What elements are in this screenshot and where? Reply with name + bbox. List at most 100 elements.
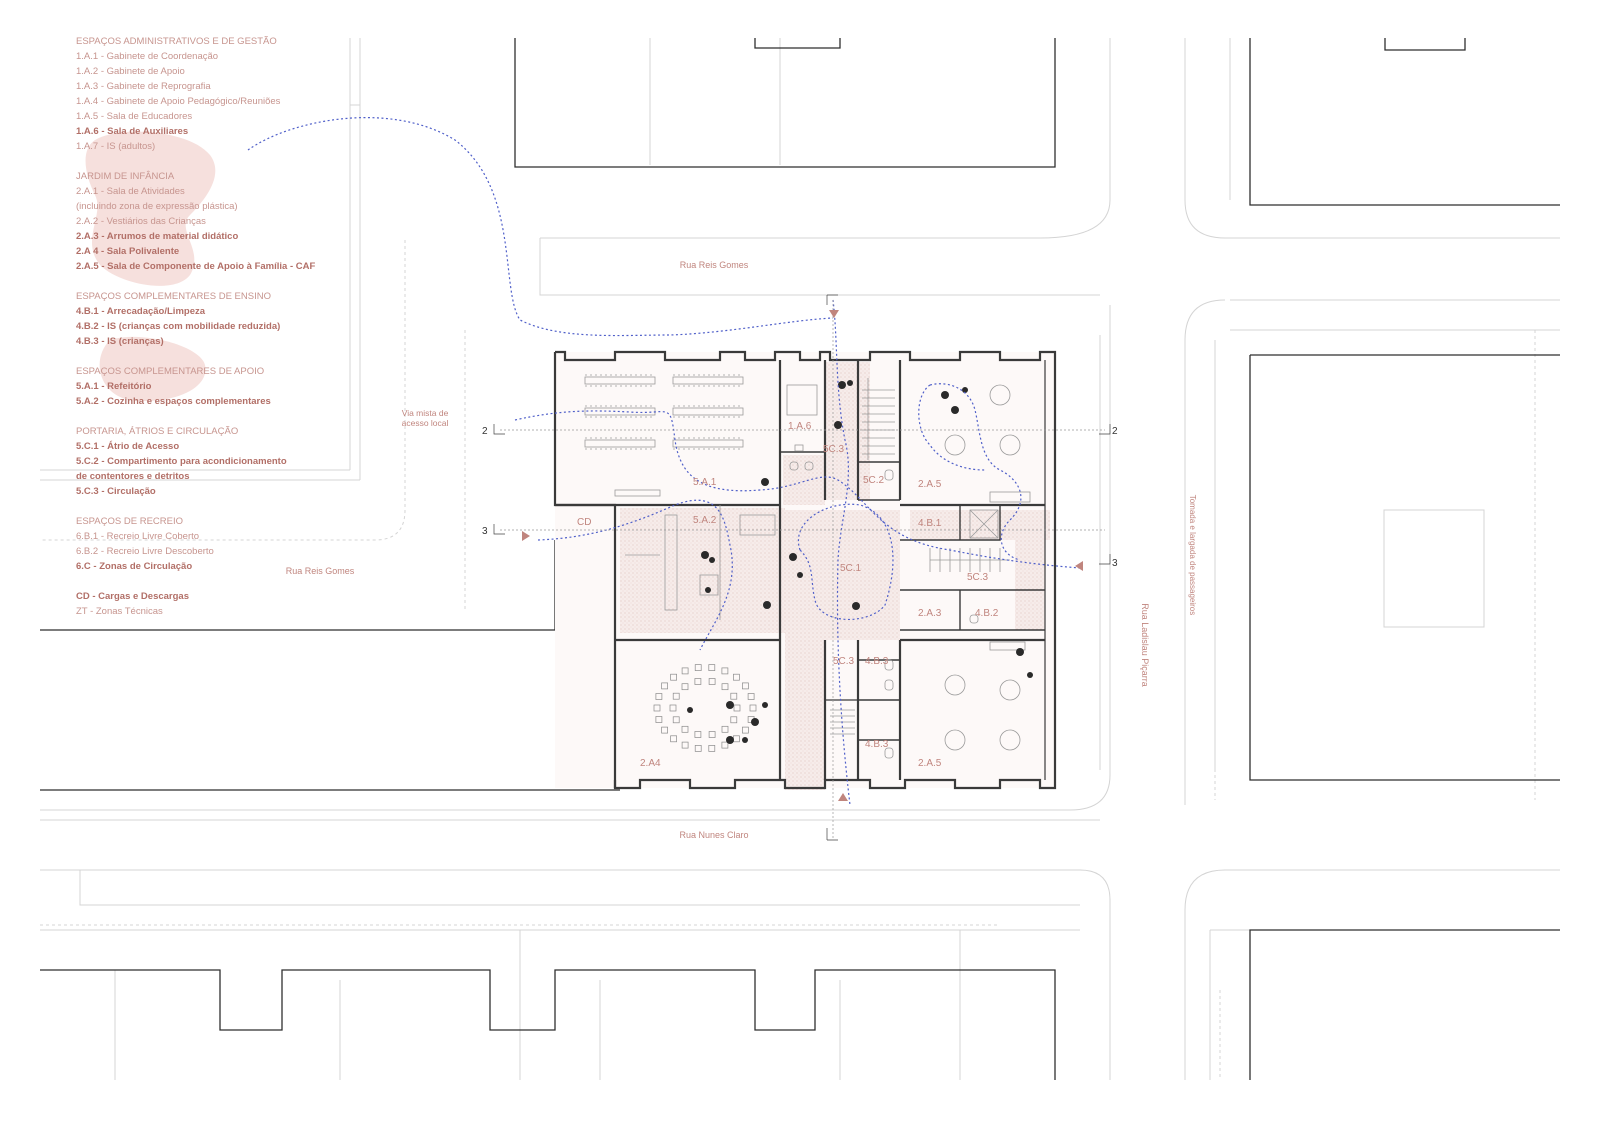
chair [694,678,702,685]
chair [653,704,661,712]
street-nunes-claro: Rua Nunes Claro [679,830,748,840]
legend-group-title: ESPAÇOS ADMINISTRATIVOS E DE GESTÃO [76,36,277,47]
room-5c1: 5C.1 [840,563,862,574]
section-2-left: 2 [482,426,488,437]
legend-item: 1.A.7 - IS (adultos) [76,141,156,152]
legend-group: CD - Cargas e Descargas ZT - Zonas Técnic… [76,589,406,619]
legend-item: CD - Cargas e Descargas [76,591,189,602]
round-tables [944,384,1021,751]
city-blocks [40,38,1560,1080]
legend-item: 6.B.2 - Recreio Livre Descoberto [76,546,214,557]
section-3-right: 3 [1112,558,1118,569]
chair-ring [653,664,757,752]
chair [672,716,680,724]
chair [694,664,702,671]
section-markers: 2 2 3 3 [482,426,1118,569]
legend-item: 6.B.1 - Recreio Livre Coberto [76,531,200,542]
legend-item: 2.A.5 - Sala de Componente de Apoio à Fa… [76,261,316,272]
chair [747,693,755,700]
chair [708,745,716,752]
chair [733,673,740,681]
chair [661,726,668,734]
legend-item: 2.A 4 - Sala Polivalente [76,246,180,257]
room-5c2: 5C.2 [863,475,885,486]
room-2a4: 2.A4 [640,758,661,769]
chair [670,673,677,681]
direction-arrows [522,310,1083,801]
chair [721,667,729,675]
legend-item: 5.A.2 - Cozinha e espaços complementares [76,396,271,407]
building-floor [555,352,1055,790]
chair [733,704,741,712]
legend-item: 1.A.2 - Gabinete de Apoio [76,66,185,77]
chair [661,682,668,690]
legend-item: ZT - Zonas Técnicas [76,606,163,617]
room-4b1: 4.B.1 [918,518,942,529]
legend-group-title: ESPAÇOS DE RECREIO [76,516,183,527]
legend-group: ESPAÇOS DE RECREIO 6.B.1 - Recreio Livre … [76,514,406,574]
legend-group: ESPAÇOS COMPLEMENTARES DE APOIO 5.A.1 - R… [76,364,406,409]
legend-item: 6.C - Zonas de Circulação [76,561,193,572]
room-2a5-bot: 2.A.5 [918,758,942,769]
room-1a6: 1.A.6 [788,421,812,432]
chair [730,716,738,724]
room-2a3: 2.A.3 [918,608,942,619]
legend-item: 1.A.4 - Gabinete de Apoio Pedagógico/Reu… [76,96,281,107]
chair [749,704,757,712]
legend-item: de contentores e detritos [76,471,190,482]
legend-item: 2.A.3 - Arrumos de material didático [76,231,239,242]
label-via-mista-2: acesso local [402,418,449,428]
room-5c3-top: 5C.3 [823,444,845,455]
chair [708,678,716,685]
label-via-mista-1: Via mista de [402,408,449,418]
legend-item: 2.A.2 - Vestiários das Crianças [76,216,206,227]
room-2a5-top: 2.A.5 [918,479,942,490]
room-5c3-mid: 5C.3 [967,572,989,583]
legend-highlight [85,131,216,401]
legend-item: 1.A.5 - Sala de Educadores [76,111,193,122]
legend: ESPAÇOS ADMINISTRATIVOS E DE GESTÃO 1.A.1… [76,34,406,634]
chair [681,667,689,675]
chair [730,692,738,700]
room-4b3-a: 4.B.3 [865,656,889,667]
legend-group-title: PORTARIA, ÁTRIOS E CIRCULAÇÃO [76,426,239,437]
chair [681,683,689,691]
people-figures [687,380,1033,744]
chair [670,735,677,743]
legend-item: 4.B.1 - Arrecadação/Limpeza [76,306,206,317]
section-2-right: 2 [1112,426,1118,437]
chair [742,726,749,734]
legend-item: 1.A.3 - Gabinete de Reprografia [76,81,211,92]
room-5c3-low: 5C.3 [833,656,855,667]
chair [742,682,749,690]
chair [694,745,702,752]
chair [721,741,729,749]
legend-group-title: ESPAÇOS COMPLEMENTARES DE APOIO [76,366,265,377]
chair [721,683,729,691]
room-4b2: 4.B.2 [975,608,999,619]
street-ladislau-picarra: Rua Ladislau Piçarra [1140,603,1150,687]
legend-group: ESPAÇOS COMPLEMENTARES DE ENSINO 4.B.1 - … [76,289,406,349]
section-3-left: 3 [482,526,488,537]
label-tomada-largada: Tomada e largada de passageiros [1188,495,1197,616]
legend-group-title: ESPAÇOS COMPLEMENTARES DE ENSINO [76,291,271,302]
legend-item: 1.A.1 - Gabinete de Coordenação [76,51,219,62]
legend-item: 2.A.1 - Sala de Atividades [76,186,185,197]
legend-item: 4.B.2 - IS (crianças com mobilidade redu… [76,321,281,332]
room-labels: 5.A.1 1.A.6 5C.3 5C.2 2.A.5 5.A.2 CD 4.B… [577,421,999,769]
legend-item: 5.C.2 - Compartimento para acondicioname… [76,456,287,467]
chair [708,664,716,671]
street-reis-gomes-top: Rua Reis Gomes [680,260,749,270]
room-5a1: 5.A.1 [693,477,717,488]
legend-item: 4.B.3 - IS (crianças) [76,336,164,347]
room-4b3-b: 4.B.3 [865,739,889,750]
legend-item: 5.A.1 - Refeitório [76,381,152,392]
legend-item: 1.A.6 - Sala de Auxiliares [76,126,189,137]
legend-item: 5.C.3 - Circulação [76,486,156,497]
legend-item: (incluindo zona de expressão plástica) [76,201,238,212]
chair [669,704,677,712]
street-reis-gomes-left: Rua Reis Gomes [286,566,355,576]
